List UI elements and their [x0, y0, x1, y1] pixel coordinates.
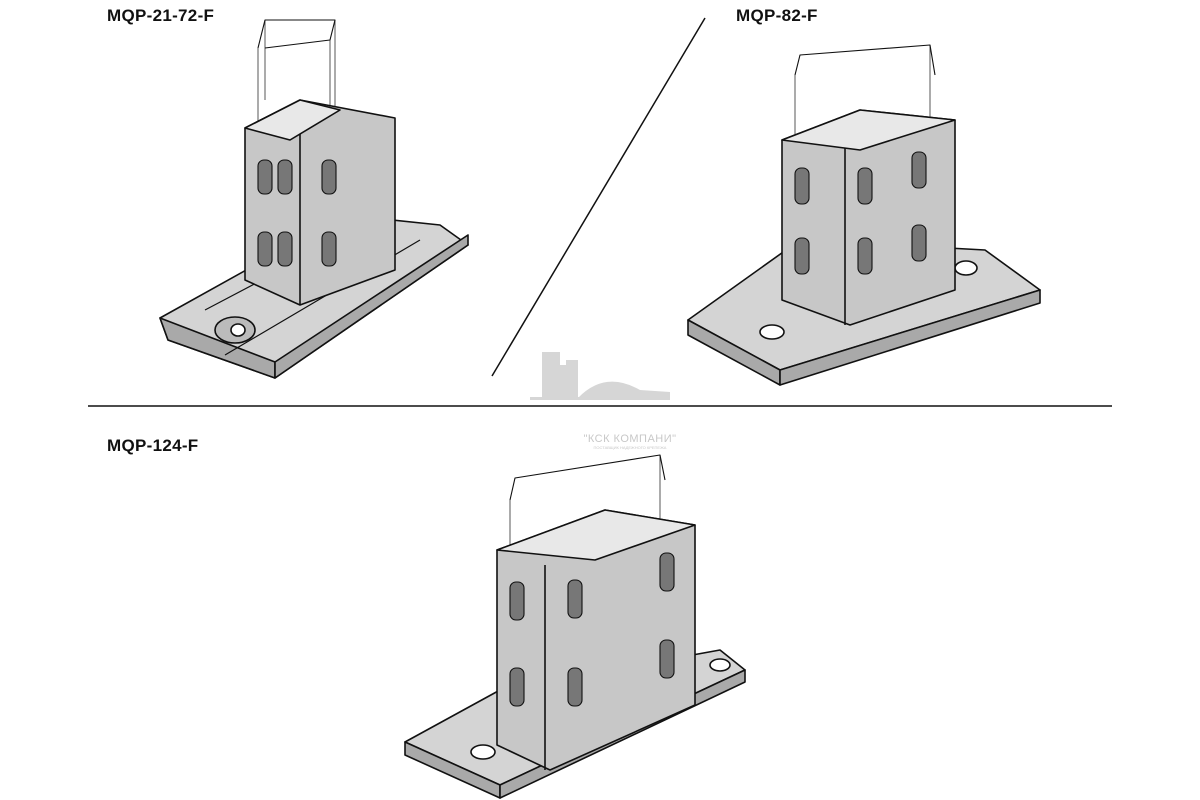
watermark-logo	[530, 352, 670, 400]
watermark: "КСК КОМПАНИ" ПОСТАВЩИК НАДЕЖНОГО КРЕПЕЖ…	[560, 433, 700, 450]
product-label-mqp-82-f: MQP-82-F	[736, 6, 818, 25]
product-label-mqp-124-f: MQP-124-F	[107, 436, 199, 455]
diagonal-divider	[491, 17, 706, 377]
product-image-mqp-82-f	[687, 44, 1041, 386]
product-image-mqp-124-f	[404, 454, 746, 799]
watermark-subtitle: ПОСТАВЩИК НАДЕЖНОГО КРЕПЕЖА	[593, 445, 667, 450]
product-label-mqp-21-72-f: MQP-21-72-F	[107, 6, 215, 25]
watermark-title: "КСК КОМПАНИ"	[583, 433, 677, 445]
product-image-mqp-21-72-f	[159, 19, 469, 379]
